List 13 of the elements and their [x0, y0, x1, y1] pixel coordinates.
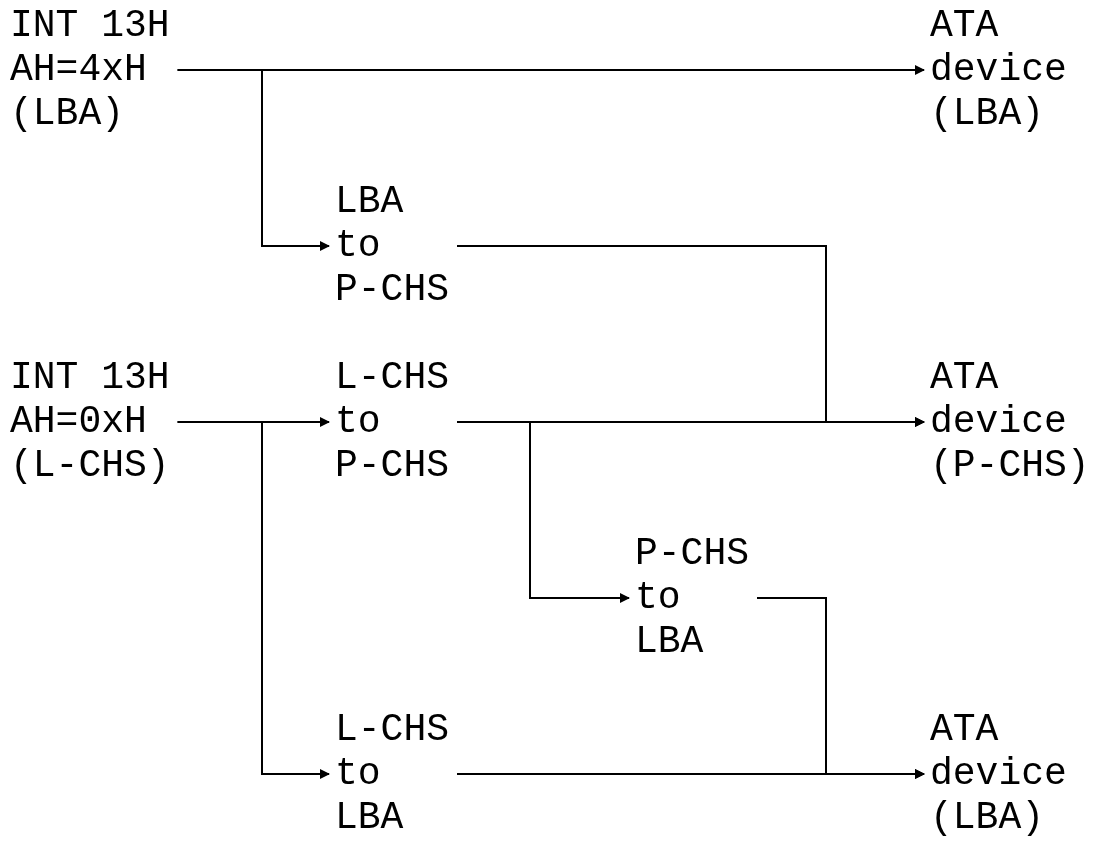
node-label: INT 13H AH=4xH (LBA): [10, 4, 181, 136]
node-label: L-CHS to LBA: [335, 708, 449, 840]
node-label: INT 13H AH=0xH (L-CHS): [10, 356, 181, 488]
node-label: LBA to P-CHS: [335, 180, 449, 312]
node-label: ATA device (LBA): [930, 708, 1090, 840]
node-label: L-CHS to P-CHS: [335, 356, 449, 488]
arrow: [176, 421, 330, 779]
arrow: [176, 69, 330, 251]
arrow: [456, 769, 925, 779]
node-label: ATA device (P-CHS): [930, 356, 1090, 488]
arrow: [456, 421, 630, 603]
node-label: P-CHS to LBA: [635, 532, 749, 664]
node-label: ATA device (LBA): [930, 4, 1090, 136]
